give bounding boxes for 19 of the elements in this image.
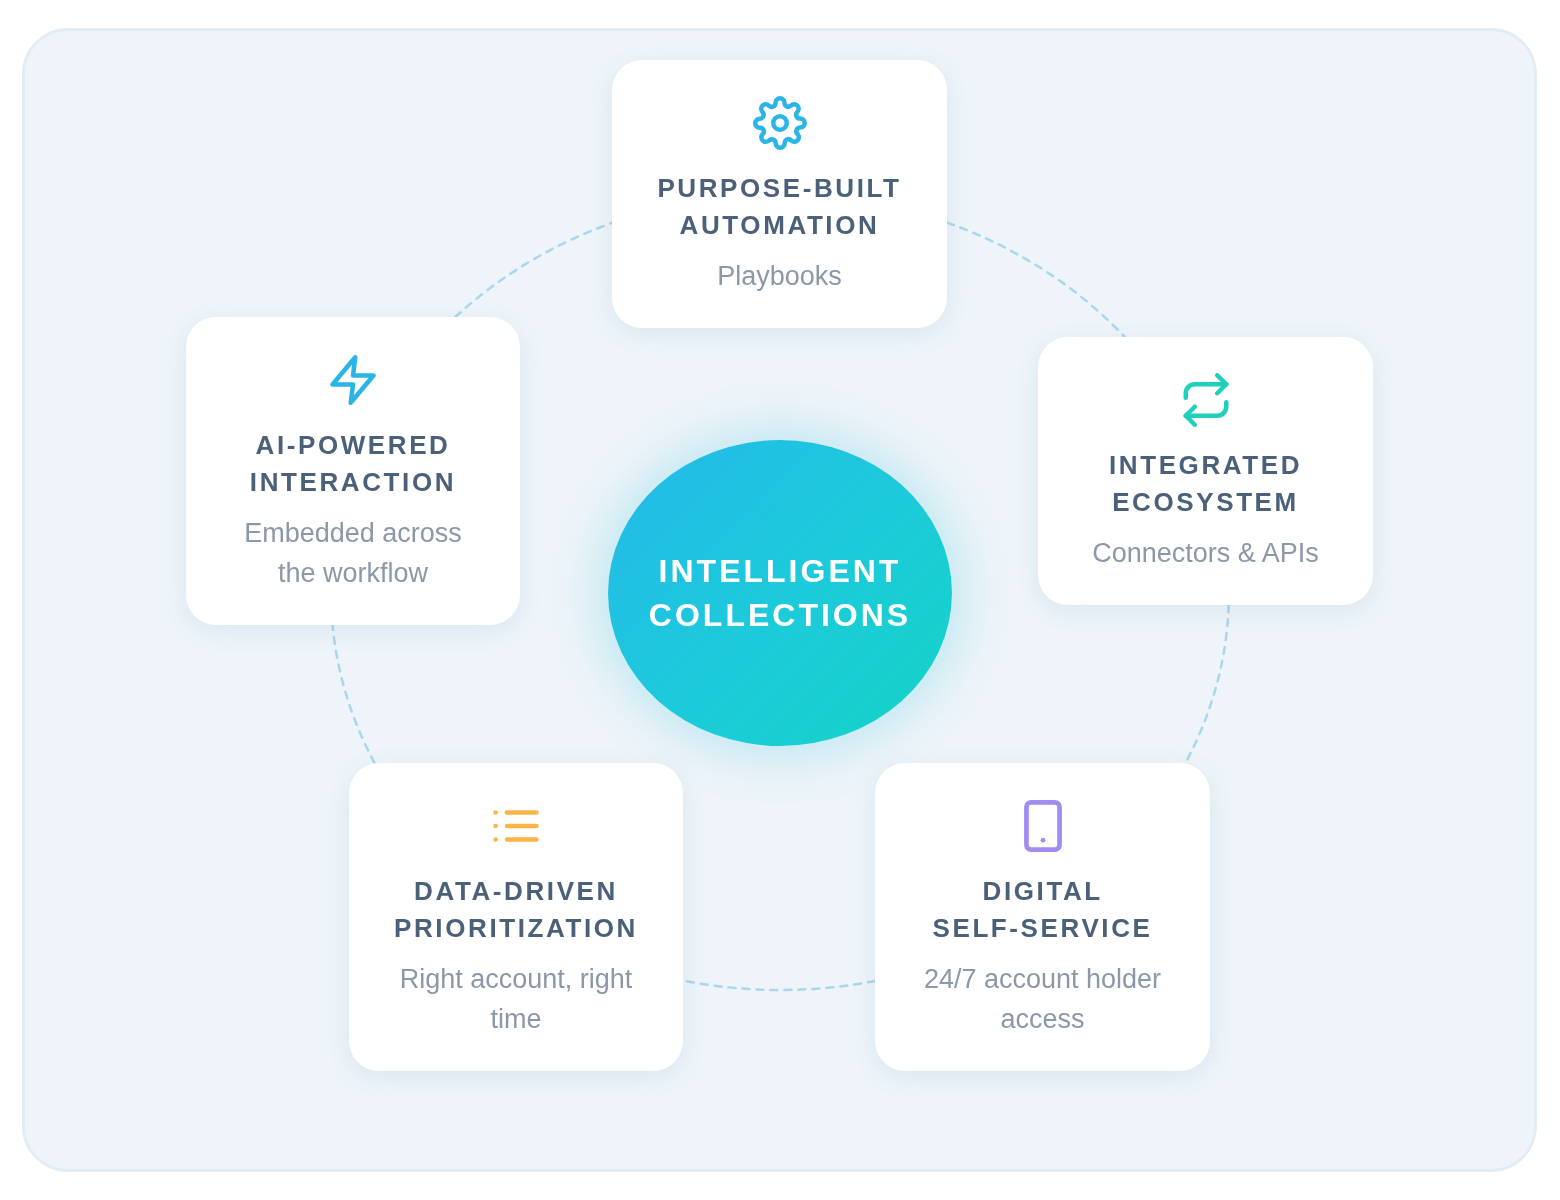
card-description: Connectors & APIs: [1092, 537, 1319, 570]
card-description: Right account, right time: [398, 963, 634, 1036]
card-title: AI-POWERED INTERACTION: [248, 429, 458, 499]
card-title: INTEGRATED ECOSYSTEM: [1107, 449, 1304, 519]
hub-label: INTELLIGENT COLLECTIONS: [647, 552, 913, 635]
dashed-arc: [331, 623, 376, 765]
card-description: Embedded across the workflow: [243, 517, 463, 590]
dashed-arc: [454, 221, 614, 319]
card-description: 24/7 account holder access: [922, 963, 1163, 1036]
feature-card: [1038, 337, 1373, 605]
dashed-arc: [945, 221, 1126, 339]
feature-card: [875, 763, 1210, 1071]
card-title: PURPOSE-BUILT AUTOMATION: [656, 172, 903, 242]
feature-card: [349, 763, 683, 1071]
card-title: DIGITAL SELF-SERVICE: [931, 875, 1154, 945]
card-description: Playbooks: [717, 260, 842, 293]
feature-card: [186, 317, 520, 625]
feature-card: [612, 60, 947, 328]
card-title: DATA-DRIVEN PRIORITIZATION: [393, 875, 639, 945]
